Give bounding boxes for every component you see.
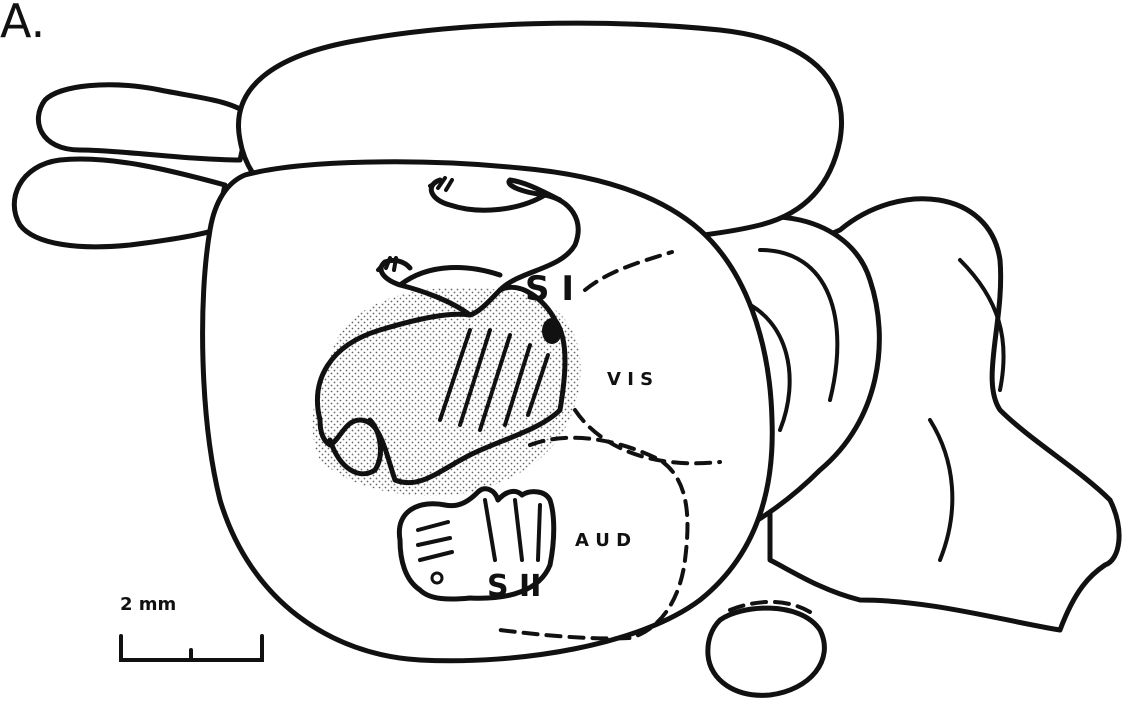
- sii-marker: [432, 573, 442, 583]
- label-aud: A U D: [575, 530, 631, 551]
- olfactory-bulb-upper: [38, 85, 250, 160]
- label-sii: S II: [487, 569, 541, 604]
- scale-bar-label: 2 mm: [120, 594, 176, 615]
- ventral-structure: [708, 608, 825, 695]
- label-si: S I: [525, 269, 574, 309]
- si-marker: [542, 318, 562, 344]
- sii-ridge: [538, 505, 540, 560]
- scale-bar: [121, 636, 262, 660]
- label-vis: V I S: [607, 369, 653, 390]
- panel-label: A.: [0, 0, 45, 48]
- olfactory-bulb-lower: [14, 159, 225, 247]
